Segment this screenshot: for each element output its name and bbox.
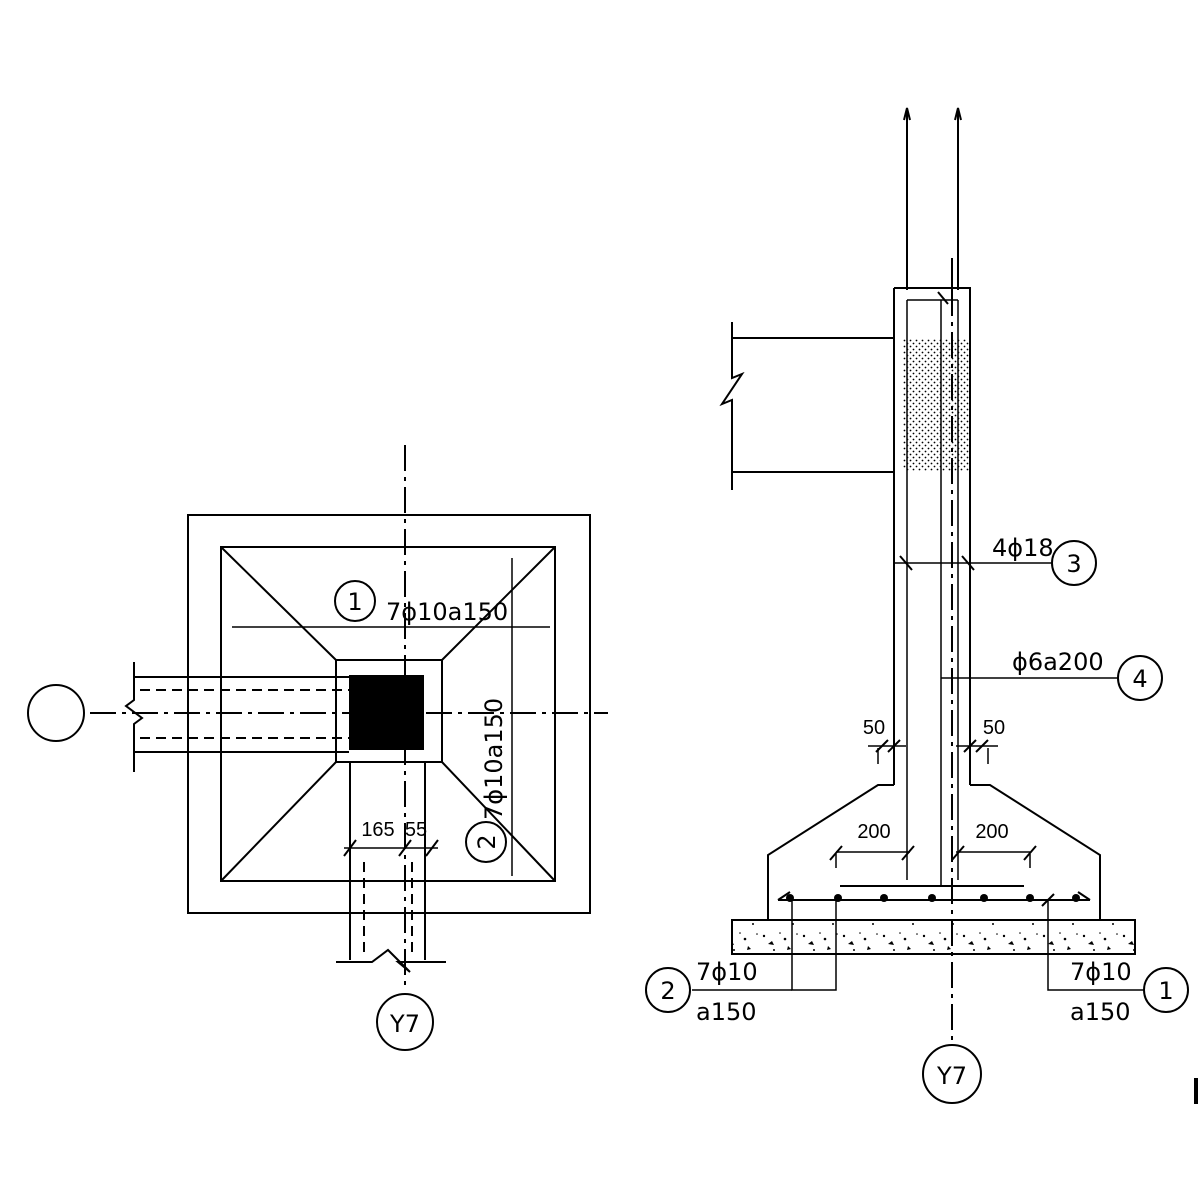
plan-beam-left <box>134 676 349 753</box>
plan-beam-hidden-lines <box>140 689 349 739</box>
plan-axis-bubble-left <box>27 684 85 742</box>
section-bar1-number: 1 <box>1158 977 1173 1005</box>
section-beam <box>732 337 894 473</box>
plan-beam-break-left <box>124 662 144 772</box>
plan-dim-55: 55 <box>405 819 427 841</box>
plan-bar2-marker <box>465 821 507 863</box>
plan-slope-lines <box>220 546 556 882</box>
section-bar1-tick <box>1041 893 1055 907</box>
section-bar2-spec-top: 7ϕ10 <box>696 958 758 986</box>
plan-view: 1 7ϕ10a150 2 7ϕ10a150 165 55 Y7 <box>27 445 608 1051</box>
section-column-outline <box>893 287 971 785</box>
section-bar3-ticks <box>899 555 975 571</box>
section-dim-200-ticks <box>829 845 1037 861</box>
section-column-top-lines <box>906 108 959 290</box>
plan-dim-165: 165 <box>361 819 394 841</box>
section-bar1-spec-bottom: a150 <box>1070 998 1131 1026</box>
section-bar3-marker <box>1051 540 1097 586</box>
section-bar3-number: 3 <box>1066 550 1081 578</box>
section-dim-50-right: 50 <box>983 717 1005 739</box>
section-bar4-number: 4 <box>1132 665 1147 693</box>
section-blinding-layer <box>731 919 1136 955</box>
section-joint-fill <box>903 339 969 471</box>
section-bar2-number: 2 <box>660 977 675 1005</box>
section-column-top-ticks <box>903 107 962 121</box>
plan-bar1-spec: 7ϕ10a150 <box>386 598 508 626</box>
plan-beam-down <box>349 762 426 960</box>
section-stirrup-hook <box>937 291 949 305</box>
plan-axis-label: Y7 <box>389 1010 420 1038</box>
section-bar4-marker <box>1117 655 1163 701</box>
plan-bar2-number: 2 <box>473 834 501 849</box>
section-dim-50-left: 50 <box>863 717 885 739</box>
section-bar1-spec-top: 7ϕ10 <box>1070 958 1132 986</box>
section-bottom-bar-hooks <box>777 891 1091 901</box>
section-dim-200-ext <box>835 854 1031 868</box>
plan-bar2-spec: 7ϕ10a150 <box>480 698 508 820</box>
section-bar1-marker <box>1143 967 1189 1013</box>
section-axis-bubble <box>922 1044 982 1104</box>
section-bar2-leader <box>791 898 837 991</box>
section-bottom-bar-dots <box>786 894 1080 902</box>
section-bar1-leader <box>1047 900 1144 991</box>
section-dim-200-right: 200 <box>975 821 1008 843</box>
section-dim-50-ticks <box>875 739 989 753</box>
plan-bar1-marker <box>334 580 376 622</box>
edge-mark <box>1194 1078 1198 1104</box>
section-dim-200-left: 200 <box>857 821 890 843</box>
section-view: 4ϕ18 3 ϕ6a200 4 50 50 200 200 <box>645 107 1189 1104</box>
plan-beam-break-bottom <box>336 948 446 973</box>
section-bar2-spec-bottom: a150 <box>696 998 757 1026</box>
section-axis-label: Y7 <box>936 1062 967 1090</box>
plan-axis-bubble-y7 <box>376 993 434 1051</box>
section-bar2-marker <box>645 967 691 1013</box>
section-dim-50-ext <box>877 748 989 764</box>
plan-bar1-number: 1 <box>347 588 362 616</box>
section-blinding-fill <box>733 921 1134 953</box>
section-bar3-spec: 4ϕ18 <box>992 534 1054 562</box>
section-beam-break <box>719 322 745 490</box>
section-bar4-spec: ϕ6a200 <box>1012 648 1104 676</box>
plan-dim-ticks <box>343 839 439 857</box>
